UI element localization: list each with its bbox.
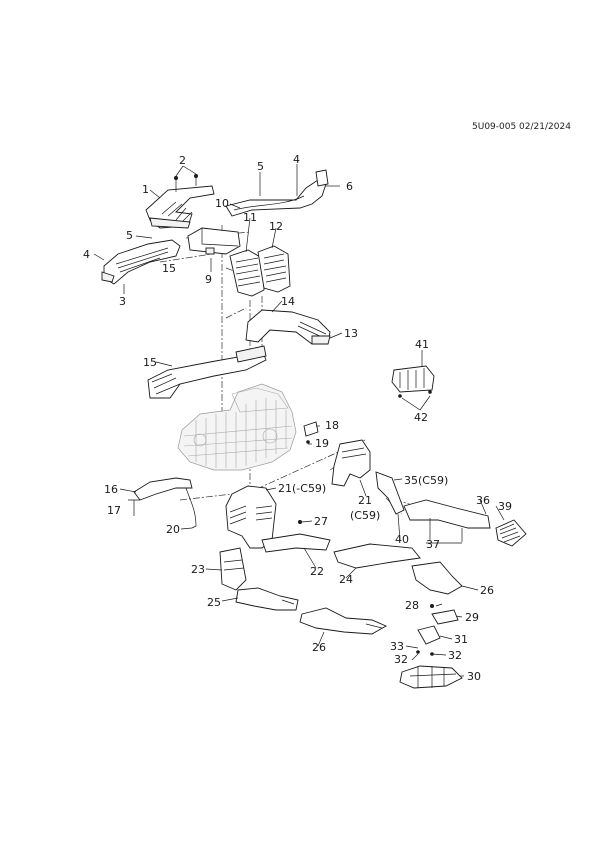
part-26-duct-right (411, 561, 463, 595)
callout-17: 17 (107, 504, 121, 517)
part-21-c59-outlet (331, 439, 371, 487)
callout-37: 37 (426, 538, 440, 551)
callout-1: 1 (142, 183, 149, 196)
callout-2: 2 (179, 154, 186, 167)
callout-32-right: 32 (448, 649, 462, 662)
part-9-bracket (187, 227, 241, 255)
part-12-vent-right (257, 245, 291, 293)
part-35-c59-duct (375, 471, 405, 515)
callout-labels: 1 2 3 4 4 5 5 6 9 10 11 12 13 14 15 15 1… (83, 153, 512, 683)
callout-14: 14 (281, 295, 295, 308)
callout-32-left: 32 (394, 653, 408, 666)
part-26-duct-center (299, 607, 388, 635)
callout-5-left: 5 (126, 229, 133, 242)
callout-42: 42 (414, 411, 428, 424)
callout-5-top: 5 (257, 160, 264, 173)
part-16-pipe (128, 477, 197, 529)
part-14-main-duct (245, 309, 331, 345)
callout-11: 11 (243, 211, 257, 224)
part-30-bracket (399, 665, 463, 689)
part-36-duct (403, 499, 491, 542)
drawing-reference: 5U09-005 02/21/2024 (472, 122, 571, 132)
part-1-defroster-nozzle (145, 185, 215, 229)
callout-25: 25 (207, 596, 221, 609)
callout-6: 6 (346, 180, 353, 193)
callout-15-upper: 15 (162, 262, 176, 275)
part-23-floor-duct (219, 547, 247, 591)
callout-28: 28 (405, 599, 419, 612)
callout-15-lower: 15 (143, 356, 157, 369)
heater-core-assembly (177, 383, 297, 471)
callout-40: 40 (395, 533, 409, 546)
callout-20: 20 (166, 523, 180, 536)
part-24-floor-duct (333, 543, 421, 569)
part-29-duct (430, 604, 459, 625)
part-22-floor-duct (261, 520, 331, 553)
callout-26-center: 26 (312, 641, 326, 654)
callout-9: 9 (205, 273, 212, 286)
callout-41: 41 (415, 338, 429, 351)
callout-18: 18 (325, 419, 339, 432)
part-3-side-duct (101, 239, 181, 285)
part-39-grille (495, 519, 527, 547)
part-6-center-duct (225, 169, 329, 217)
part-11-vent-left (229, 249, 265, 297)
callout-33: 33 (390, 640, 404, 653)
part-21-center-duct (225, 485, 277, 549)
callout-4-left: 4 (83, 248, 90, 261)
callout-29: 29 (465, 611, 479, 624)
callout-31: 31 (454, 633, 468, 646)
callout-12: 12 (269, 220, 283, 233)
callout-13: 13 (344, 327, 358, 340)
callout-16: 16 (104, 483, 118, 496)
callout-27: 27 (314, 515, 328, 528)
callout-21-c59: (C59) (350, 509, 380, 522)
callout-35-c59: 35(C59) (404, 474, 448, 487)
callout-19: 19 (315, 437, 329, 450)
callout-23: 23 (191, 563, 205, 576)
part-18-clip (303, 421, 319, 444)
callout-24: 24 (339, 573, 353, 586)
part-25-duct (235, 587, 299, 611)
part-41-rear-vent (391, 365, 435, 398)
callout-39: 39 (498, 500, 512, 513)
callout-21-c59-minus: 21(-C59) (278, 482, 326, 495)
part-15-left-duct (147, 345, 267, 399)
callout-30: 30 (467, 670, 481, 683)
callout-3: 3 (119, 295, 126, 308)
callout-22: 22 (310, 565, 324, 578)
callout-26-right: 26 (480, 584, 494, 597)
part-31-actuator (416, 625, 441, 656)
callout-10: 10 (215, 197, 229, 210)
callout-4-top: 4 (293, 153, 300, 166)
callout-36: 36 (476, 494, 490, 507)
part-2-clips (174, 174, 198, 192)
leader-lines (93, 164, 505, 677)
callout-21: 21 (358, 494, 372, 507)
